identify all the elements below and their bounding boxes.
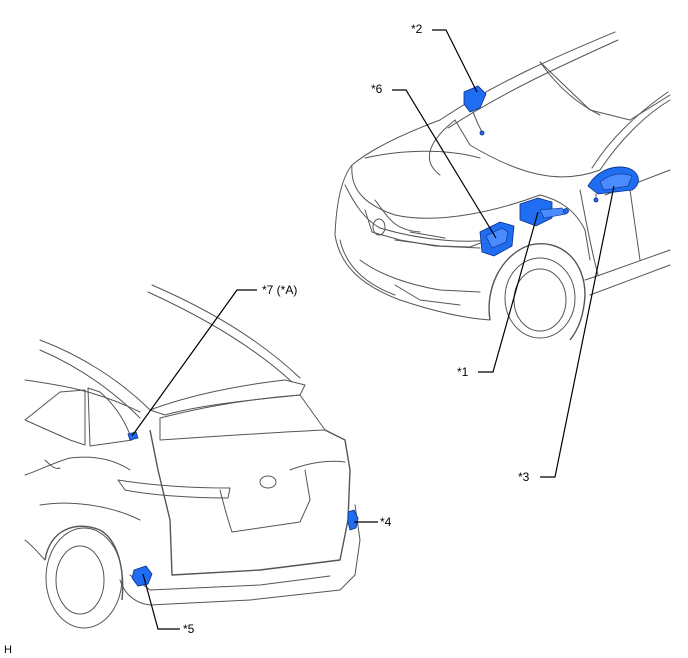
callout-1: *1 (457, 365, 469, 379)
callout-5: *5 (183, 622, 195, 636)
component-5-rear-sensor-left (131, 565, 153, 587)
component-7-rear-sensor (127, 431, 139, 441)
component-6-ecu (479, 221, 515, 257)
callout-7: *7 (*A) (262, 283, 297, 297)
callout-6: *6 (371, 82, 383, 96)
component-3-outer-mirror (587, 166, 639, 203)
component-2-rain-sensor (463, 85, 487, 136)
leader-lines (131, 29, 615, 630)
rear-vehicle-drawing (24, 284, 361, 629)
callout-4: *4 (380, 515, 392, 529)
corner-mark: H (4, 644, 12, 656)
component-1-brake-actuator (519, 197, 569, 227)
front-vehicle-drawing (334, 31, 671, 341)
component-4-rear-sensor-right (347, 509, 359, 531)
callout-3: *3 (518, 470, 530, 484)
callout-2: *2 (411, 22, 423, 36)
